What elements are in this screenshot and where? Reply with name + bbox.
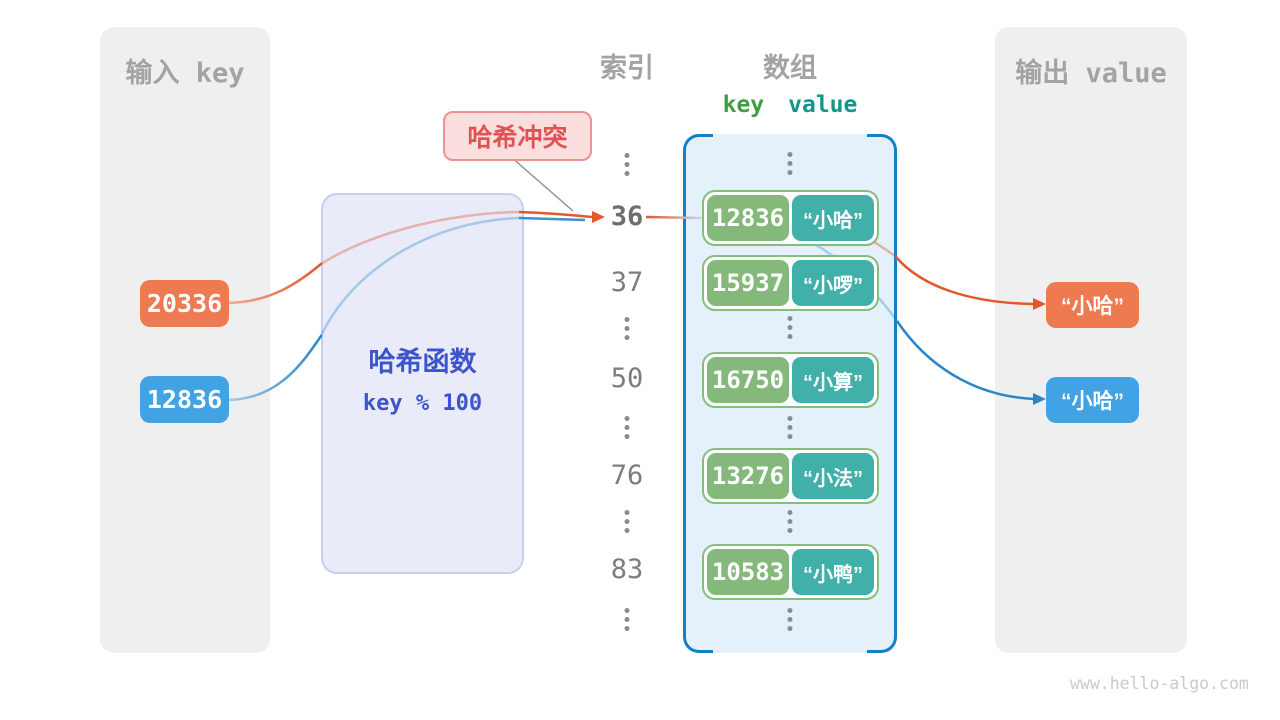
array-column-title: 数组 [763, 53, 817, 83]
index-76: 76 [610, 460, 644, 491]
ellipsis-dots [787, 414, 793, 440]
array-left-bracket [683, 134, 713, 653]
array-key: 12836 [707, 195, 789, 241]
array-right-bracket [867, 134, 897, 653]
ellipsis-dots [787, 314, 793, 340]
input-panel: 输入 key [100, 27, 270, 653]
index-column-title: 索引 [600, 53, 654, 83]
hash-function-formula: key % 100 [362, 391, 483, 416]
ellipsis-dots [787, 150, 793, 176]
arrow-blue-to-index36 [518, 216, 586, 222]
array-row: 15937 “小啰” [702, 255, 879, 311]
array-row: 16750 “小算” [702, 352, 879, 408]
array-kv-header: key value [683, 92, 897, 118]
index-37: 37 [610, 267, 644, 298]
array-row: 13276 “小法” [702, 448, 879, 504]
array-value: “小算” [792, 357, 874, 403]
array-value: “小啰” [792, 260, 874, 306]
watermark: www.hello-algo.com [1070, 674, 1249, 693]
output-panel: 输出 value [995, 27, 1187, 653]
array-value: “小法” [792, 453, 874, 499]
arrow-orange-to-index36 [518, 210, 593, 219]
array-key: 10583 [707, 549, 789, 595]
ellipsis-dots [624, 151, 630, 177]
array-key: 13276 [707, 453, 789, 499]
ellipsis-dots [787, 606, 793, 632]
index-83: 83 [610, 554, 644, 585]
input-key-20336: 20336 [140, 280, 229, 327]
ellipsis-dots [624, 508, 630, 534]
collision-badge: 哈希冲突 [443, 111, 592, 161]
key-header-label: key [722, 92, 765, 118]
input-key-12836: 12836 [140, 376, 229, 423]
array-value: “小鸭” [792, 549, 874, 595]
output-value-orange: “小哈” [1046, 282, 1139, 328]
ellipsis-dots [624, 414, 630, 440]
array-key: 15937 [707, 260, 789, 306]
output-panel-title: 输出 value [1015, 58, 1167, 89]
array-value: “小哈” [792, 195, 874, 241]
array-row: 10583 “小鸭” [702, 544, 879, 600]
array-row: 12836 “小哈” [702, 190, 879, 246]
ellipsis-dots [787, 508, 793, 534]
hash-function-box: 哈希函数 key % 100 [321, 193, 524, 574]
array-key: 16750 [707, 357, 789, 403]
index-36: 36 [610, 201, 644, 232]
ellipsis-dots [624, 606, 630, 632]
output-value-blue: “小哈” [1046, 377, 1139, 423]
ellipsis-dots [624, 315, 630, 341]
hash-function-title: 哈希函数 [368, 347, 477, 377]
value-header-label: value [788, 92, 858, 118]
input-panel-title: 输入 key [125, 58, 245, 89]
index-50: 50 [610, 363, 644, 394]
